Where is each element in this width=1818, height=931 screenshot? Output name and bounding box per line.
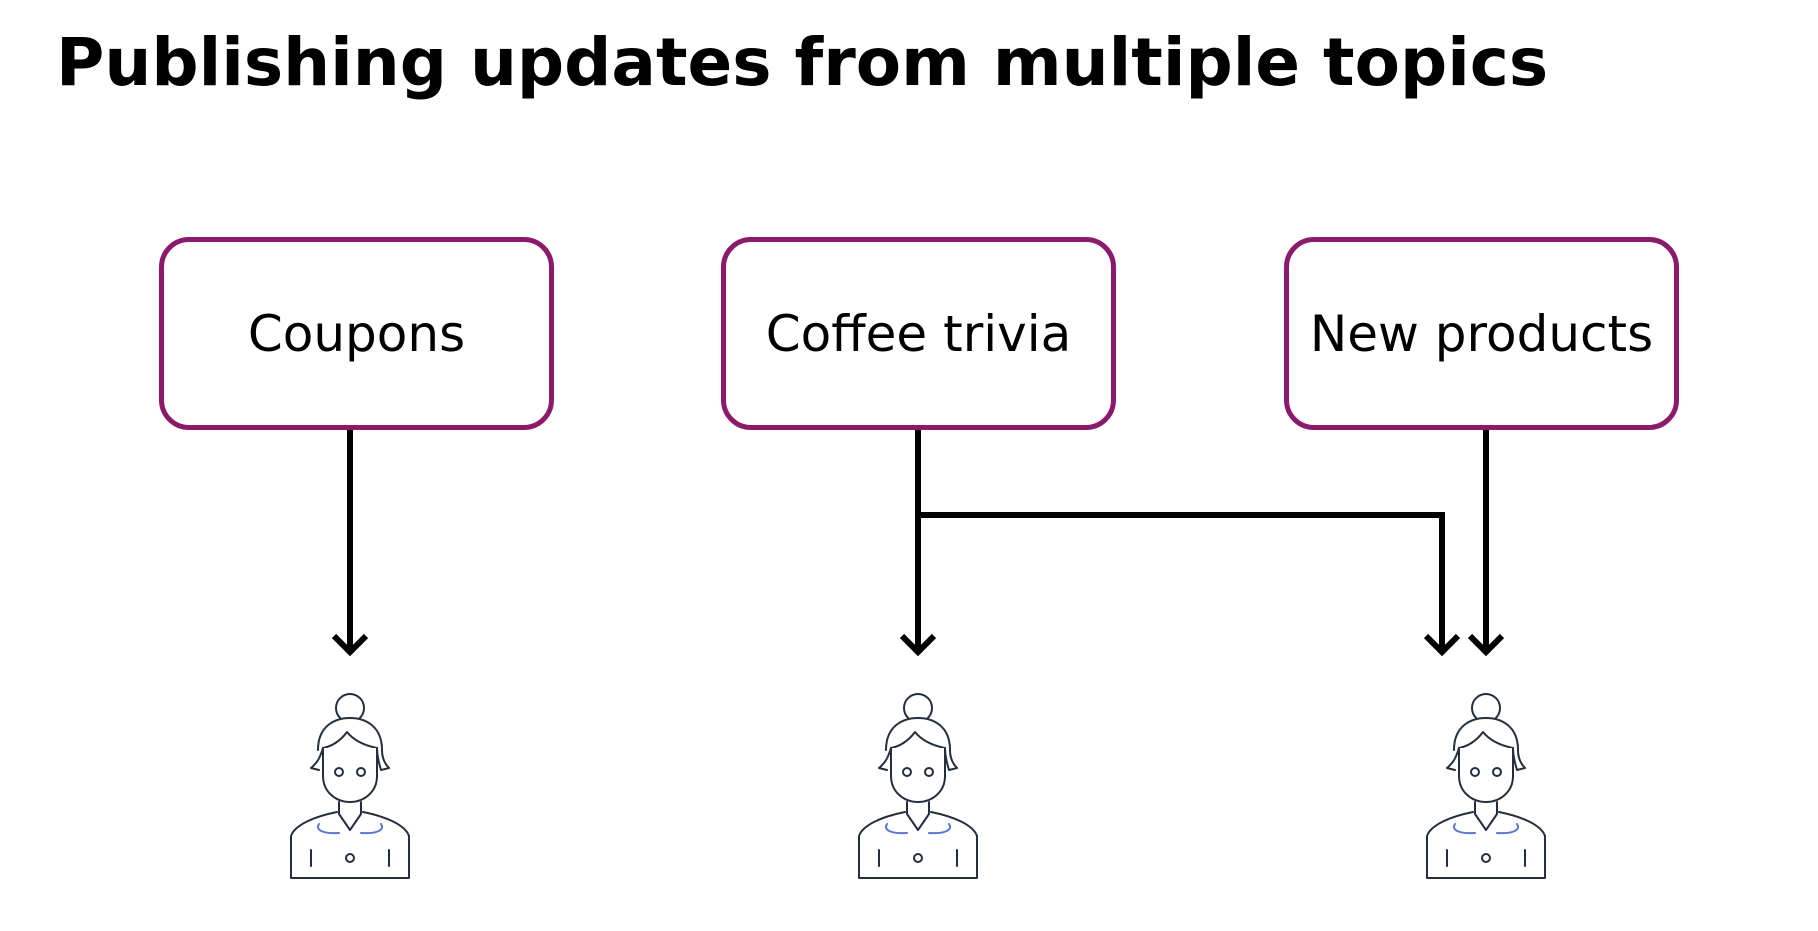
arrowhead-coffee-trivia-to-subscriber-3 xyxy=(1423,633,1461,657)
subscriber-icon xyxy=(290,693,410,879)
arrowhead-coffee-trivia-to-subscriber-2 xyxy=(899,633,937,657)
topic-label-coupons: Coupons xyxy=(247,304,466,363)
topic-box-new-products: New products xyxy=(1284,237,1679,430)
page-title: Publishing updates from multiple topics xyxy=(56,24,1549,101)
subscriber-icon xyxy=(858,693,978,879)
arrowhead-new-products-to-subscriber-3 xyxy=(1467,633,1505,657)
topic-label-coffee-trivia: Coffee trivia xyxy=(765,304,1072,363)
topic-box-coffee-trivia: Coffee trivia xyxy=(721,237,1116,430)
subscriber-icon xyxy=(1426,693,1546,879)
topic-label-new-products: New products xyxy=(1309,304,1654,363)
topic-box-coupons: Coupons xyxy=(159,237,554,430)
arrow-coffee-trivia-to-subscriber-3 xyxy=(918,512,1445,652)
arrowhead-coupons-to-subscriber-1 xyxy=(331,633,369,657)
